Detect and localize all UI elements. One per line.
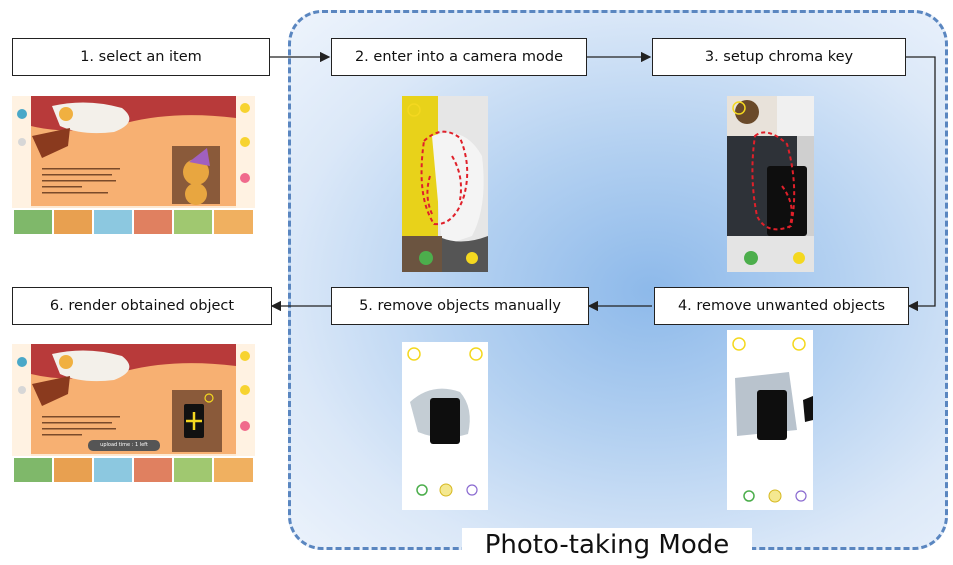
step-1-box: 1. select an item — [12, 38, 270, 76]
app-screenshot-select-item — [12, 96, 255, 236]
step-6-box: 6. render obtained object — [12, 287, 272, 325]
upload-time-toast: upload time : 1 left — [100, 442, 148, 448]
phone-screenshot-chroma-key — [727, 96, 814, 272]
phone-screenshot-camera-mode — [402, 96, 488, 272]
step-2-box: 2. enter into a camera mode — [331, 38, 587, 76]
phone-screenshot-remove-manually — [402, 342, 488, 510]
phone-screenshot-remove-unwanted — [727, 330, 813, 510]
photo-taking-mode-region — [288, 10, 948, 550]
photo-taking-mode-title: Photo-taking Mode — [462, 528, 752, 562]
step-5-box: 5. remove objects manually — [331, 287, 589, 325]
app-screenshot-render-object: upload time : 1 left — [12, 344, 255, 484]
arrow-3-to-4 — [906, 56, 936, 312]
step-4-box: 4. remove unwanted objects — [654, 287, 909, 325]
step-3-box: 3. setup chroma key — [652, 38, 906, 76]
